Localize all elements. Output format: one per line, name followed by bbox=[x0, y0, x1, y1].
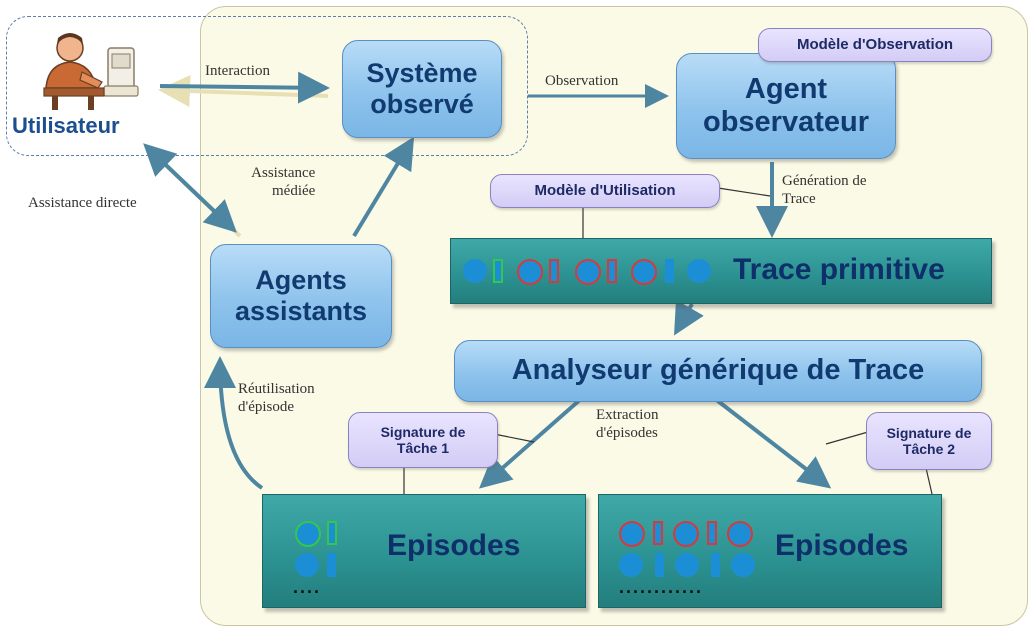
episode2-circle-4 bbox=[619, 553, 643, 577]
episode2-bar-4 bbox=[711, 553, 720, 577]
trace-circle-5 bbox=[687, 259, 711, 283]
observation-label: Observation bbox=[545, 73, 619, 89]
trace-circle-4 bbox=[631, 259, 657, 285]
trace-bar-4 bbox=[665, 259, 674, 283]
user-label: Utilisateur bbox=[12, 113, 120, 138]
modele-utilisation-connector-right bbox=[717, 187, 771, 197]
episodes-1-title: Episodes bbox=[387, 529, 521, 562]
episode1-ellipsis: .... bbox=[293, 577, 322, 597]
episode2-bar-3 bbox=[655, 553, 664, 577]
modele-utilisation-tag: Modèle d'Utilisation bbox=[490, 174, 720, 208]
episode2-ellipsis: ............ bbox=[619, 577, 704, 597]
episode1-circle-1 bbox=[295, 521, 321, 547]
interaction-label: Interaction bbox=[205, 63, 270, 79]
assistance-directe-arrow bbox=[143, 143, 237, 233]
trace-bar-3 bbox=[607, 259, 617, 283]
episode2-circle-2 bbox=[673, 521, 699, 547]
assistance-directe-label: Assistance directe bbox=[28, 195, 137, 211]
user-system-boundary bbox=[6, 16, 528, 156]
episodes-2-title: Episodes bbox=[775, 529, 909, 562]
episode2-circle-1 bbox=[619, 521, 645, 547]
signature2-connector-line-down bbox=[925, 467, 933, 495]
episode1-bar-2 bbox=[327, 553, 336, 577]
trace-circle-3 bbox=[575, 259, 601, 285]
assistance-mediee-arrow bbox=[352, 136, 415, 238]
trace-circle-2 bbox=[517, 259, 543, 285]
trace-bar-1 bbox=[493, 259, 503, 283]
episode2-circle-3 bbox=[727, 521, 753, 547]
reutilisation-arrow bbox=[204, 356, 264, 490]
episode2-circle-6 bbox=[731, 553, 755, 577]
trace-circle-1 bbox=[463, 259, 487, 283]
extraction-arrow-right bbox=[712, 396, 832, 489]
user-icon bbox=[43, 33, 139, 110]
trace-bar-2 bbox=[549, 259, 559, 283]
interaction-arrow bbox=[159, 71, 330, 104]
interaction-arrow-back bbox=[158, 75, 329, 108]
episode2-circle-5 bbox=[675, 553, 699, 577]
episode2-bar-1 bbox=[653, 521, 663, 545]
episode1-circle-2 bbox=[295, 553, 319, 577]
trace-primitive-band: Trace primitive bbox=[450, 238, 992, 304]
analyseur-node: Analyseur générique de Trace bbox=[454, 340, 982, 402]
modele-observation-tag: Modèle d'Observation bbox=[758, 28, 992, 62]
episodes-band-1: .... Episodes bbox=[262, 494, 586, 608]
signature2-connector-line-left bbox=[825, 431, 869, 445]
signature1-connector-line-right bbox=[493, 433, 535, 443]
trace-primitive-title: Trace primitive bbox=[733, 253, 945, 286]
episode2-bar-2 bbox=[707, 521, 717, 545]
episodes-band-2: ............ Episodes bbox=[598, 494, 942, 608]
trace-to-analyser-arrow bbox=[674, 299, 704, 336]
episode1-bar-1 bbox=[327, 521, 337, 545]
